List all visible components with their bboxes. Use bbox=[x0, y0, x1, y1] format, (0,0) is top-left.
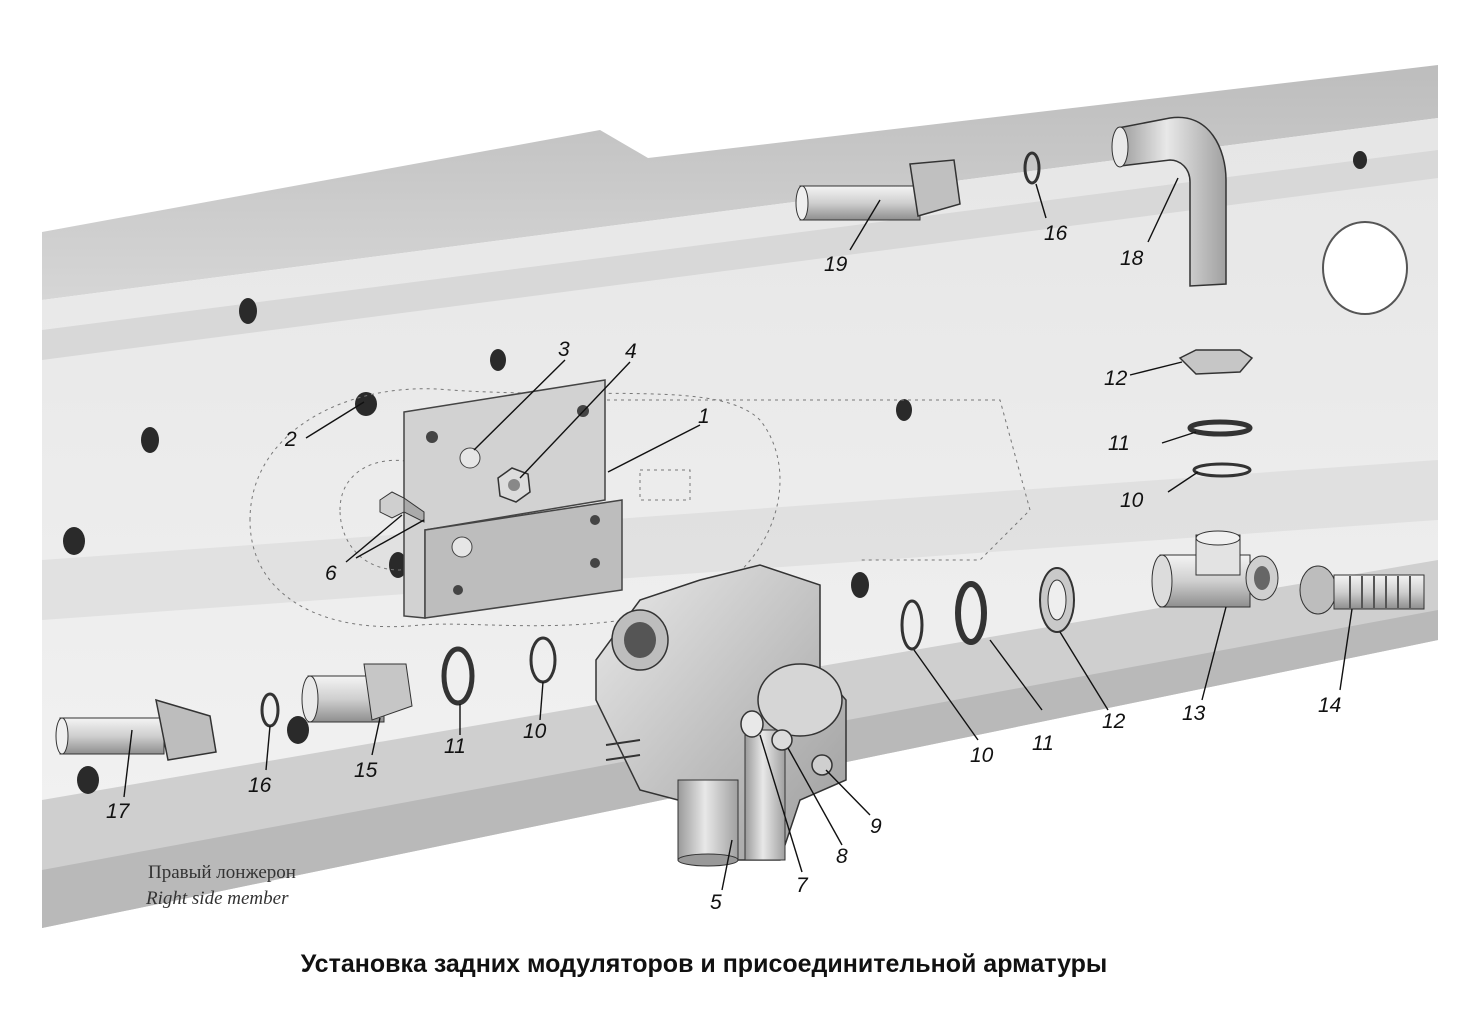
connector-part-14 bbox=[1299, 565, 1425, 615]
callout-16-top: 16 bbox=[1044, 222, 1068, 245]
fitting-part-7 bbox=[740, 710, 764, 738]
callout-11-mid: 11 bbox=[1032, 732, 1054, 755]
figure-caption: Установка задних модуляторов и присоедин… bbox=[300, 950, 1108, 978]
washer-part-16-top bbox=[1023, 151, 1041, 185]
seal-ring-part-11-top bbox=[1187, 419, 1253, 437]
callout-4: 4 bbox=[625, 340, 637, 363]
callout-10-mid: 10 bbox=[970, 744, 994, 767]
callout-16-left: 16 bbox=[248, 774, 272, 797]
elbow-part-18 bbox=[1111, 116, 1227, 287]
callout-7: 7 bbox=[796, 874, 809, 897]
seal-ring-part-11-mid bbox=[955, 581, 987, 645]
callout-labels: 1 2 3 4 5 6 7 8 9 10 10 10 11 11 11 12 1… bbox=[106, 222, 1341, 914]
callout-13: 13 bbox=[1182, 702, 1206, 725]
tee-part-13 bbox=[1151, 530, 1279, 608]
callout-3: 3 bbox=[558, 338, 570, 361]
nut-part-12-mid bbox=[1039, 567, 1075, 633]
callout-9: 9 bbox=[870, 815, 882, 838]
callout-14: 14 bbox=[1318, 694, 1341, 717]
callout-8: 8 bbox=[836, 845, 848, 868]
callout-2: 2 bbox=[284, 428, 297, 451]
frame-holes bbox=[63, 151, 1408, 794]
nut-part-12-top bbox=[1178, 349, 1254, 375]
bracket-plate bbox=[403, 379, 623, 619]
sleeve-part-15 bbox=[301, 663, 413, 723]
plug-part-8 bbox=[771, 729, 793, 751]
modulator-part-5 bbox=[595, 564, 847, 867]
frame-label-en: Right side member bbox=[145, 888, 289, 909]
callout-12-top: 12 bbox=[1104, 367, 1128, 390]
seal-ring-part-10-mid bbox=[900, 599, 924, 651]
callout-5: 5 bbox=[710, 891, 722, 914]
union-part-17 bbox=[55, 698, 217, 761]
union-part-19 bbox=[795, 159, 961, 221]
callout-10-left: 10 bbox=[523, 720, 547, 743]
callout-6: 6 bbox=[325, 562, 337, 585]
plug-part-9 bbox=[811, 754, 833, 776]
callout-18: 18 bbox=[1120, 247, 1144, 270]
callout-12-mid: 12 bbox=[1102, 710, 1126, 733]
callout-11-left: 11 bbox=[444, 735, 466, 758]
callout-1: 1 bbox=[698, 405, 710, 428]
callout-15: 15 bbox=[354, 759, 378, 782]
bolt-part-6 bbox=[379, 491, 425, 523]
callout-11-top: 11 bbox=[1108, 432, 1130, 455]
seal-ring-part-10-top bbox=[1192, 462, 1252, 478]
callout-17: 17 bbox=[106, 800, 131, 823]
callout-19: 19 bbox=[824, 253, 848, 276]
callout-10-top: 10 bbox=[1120, 489, 1144, 512]
leader-lines bbox=[123, 177, 1353, 891]
seal-ring-part-11-left bbox=[441, 646, 475, 706]
frame-label-ru: Правый лонжерон bbox=[148, 862, 296, 883]
